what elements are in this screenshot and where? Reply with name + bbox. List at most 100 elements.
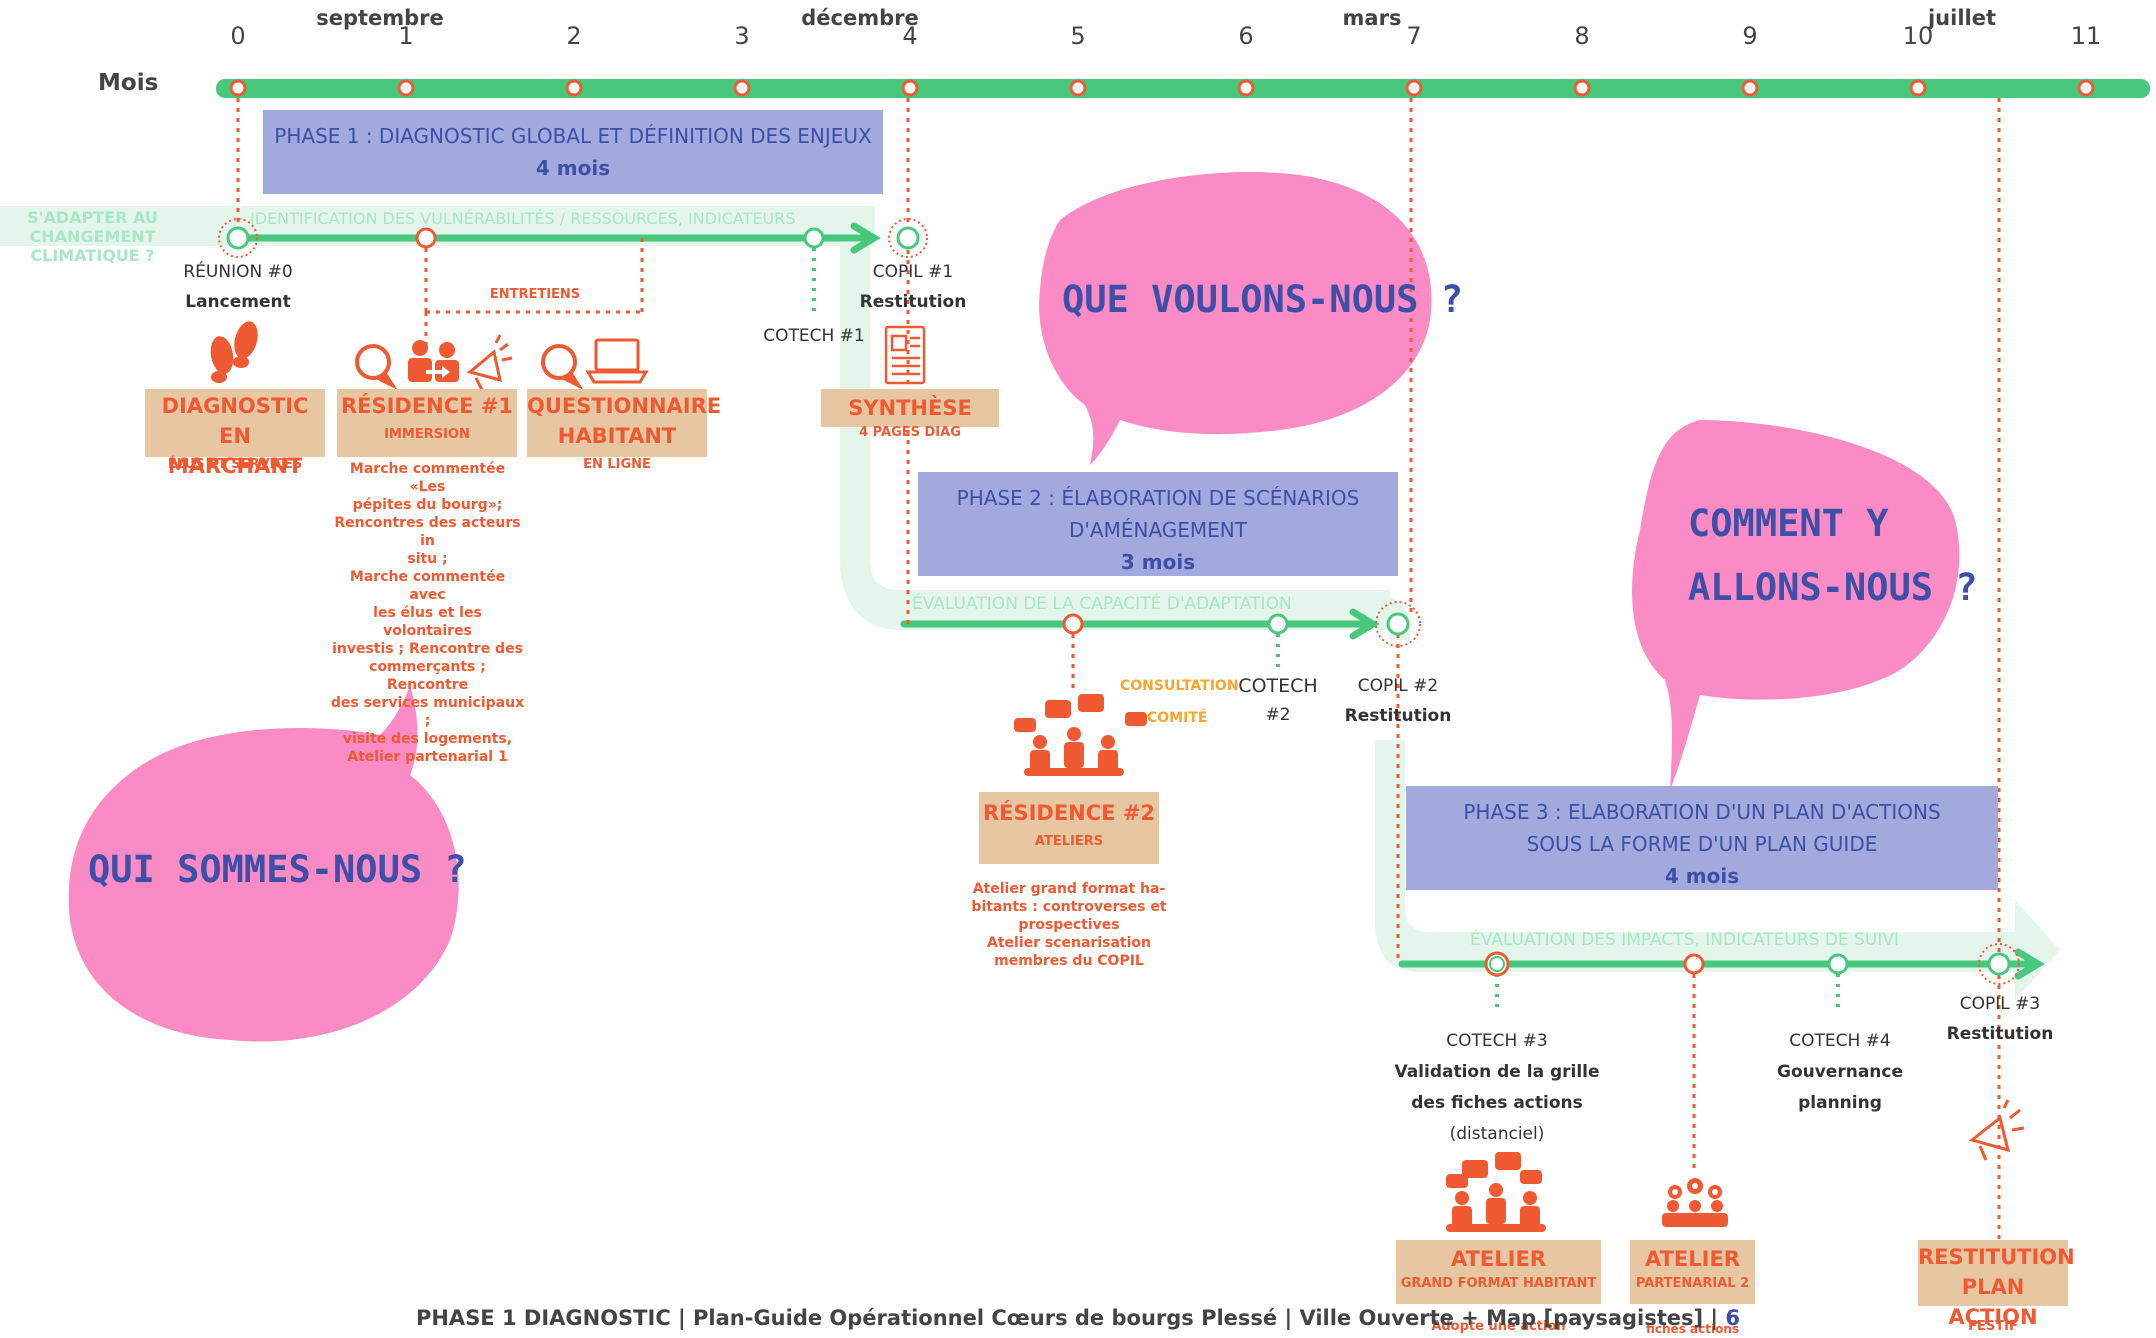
copil3-label: COPIL #3 Restitution xyxy=(1947,994,2054,1044)
restitution-title-line1: RESTITUTION xyxy=(1918,1245,2075,1269)
diagnostic-title-line1: DIAGNOSTIC EN xyxy=(161,394,309,448)
axis-tick xyxy=(229,79,247,97)
speech-bubble-comment xyxy=(1632,420,1960,790)
note-line: visite des logements, xyxy=(342,731,513,747)
cotech4-label: COTECH #4 Gouvernance planning xyxy=(1777,1026,1903,1119)
cotech4-line2: planning xyxy=(1798,1093,1882,1113)
axis-number: 2 xyxy=(566,22,582,50)
questionnaire-title-line1: QUESTIONNAIRE xyxy=(527,394,722,418)
note-line: Marche commentée avec xyxy=(349,569,506,603)
axis-tick xyxy=(733,79,751,97)
synthese-sub: 4 PAGES DIAG xyxy=(859,425,961,440)
residence2-sub: ATELIERS xyxy=(1034,834,1104,849)
note-line: membres du COPIL xyxy=(994,953,1144,969)
cotech3-line1: Validation de la grille xyxy=(1394,1062,1600,1082)
axis-number: 5 xyxy=(1070,22,1086,50)
meeting-group-icon xyxy=(1014,694,1147,776)
axis-number: 1 xyxy=(398,22,414,50)
phase-3-title-line1: PHASE 3 : ELABORATION D'UN PLAN D'ACTION… xyxy=(1463,800,1941,824)
axis-number: 11 xyxy=(2070,22,2102,50)
axis-number: 0 xyxy=(230,22,246,50)
cotech2-title: COTECH xyxy=(1238,675,1318,697)
footer-text: PHASE 1 DIAGNOSTIC | Plan-Guide Opératio… xyxy=(415,1306,1719,1330)
axis-number: 6 xyxy=(1238,22,1254,50)
laptop-icon xyxy=(585,338,649,384)
bubble-text-comment-line2: ALLONS-NOUS ? xyxy=(1688,566,1978,609)
questionnaire-box: QUESTIONNAIRE HABITANT xyxy=(527,389,722,457)
note-line: pépites du bourg»; xyxy=(352,497,503,513)
phase-2-box: PHASE 2 : ÉLABORATION DE SCÉNARIOS D'AMÉ… xyxy=(918,472,1398,576)
synthese-box: SYNTHÈSE xyxy=(821,389,999,427)
axis-label: Mois xyxy=(98,70,159,96)
residence2-title: RÉSIDENCE #2 xyxy=(982,801,1156,825)
bubble-text-que: QUE VOULONS-NOUS ? xyxy=(1062,278,1463,321)
phase-2-title-line2: D'AMÉNAGEMENT xyxy=(1069,518,1247,542)
note-line: situ ; xyxy=(407,551,448,567)
note-line: Atelier grand format ha- xyxy=(972,881,1166,897)
footprints-icon xyxy=(210,321,258,383)
axis-number: 3 xyxy=(734,22,750,50)
axis-tick xyxy=(1069,79,1087,97)
axis-tick xyxy=(1237,79,1255,97)
diagnostic-sub: ÉLUS ET SERVICES xyxy=(167,457,303,472)
questionnaire-title-line2: HABITANT xyxy=(557,424,677,448)
intro-question: S'ADAPTER AU CHANGEMENT CLIMATIQUE ? xyxy=(10,208,175,265)
residence2-notes: Atelier grand format ha-bitants : contro… xyxy=(969,880,1169,970)
synthese-title: SYNTHÈSE xyxy=(848,396,972,420)
month-march: mars xyxy=(1342,6,1402,30)
consultation-label: CONSULTATION xyxy=(1120,678,1239,694)
note-line: Rencontres des acteurs in xyxy=(334,515,521,549)
track-2-label: ÉVALUATION DE LA CAPACITÉ D'ADAPTATION xyxy=(912,594,1292,614)
atelier1-sub: GRAND FORMAT HABITANT xyxy=(1400,1276,1597,1291)
copil2-title: COPIL #2 xyxy=(1357,676,1439,696)
phase-3-box: PHASE 3 : ELABORATION D'UN PLAN D'ACTION… xyxy=(1406,786,1998,890)
atelier1-box: ATELIER GRAND FORMAT HABITANT xyxy=(1396,1240,1601,1304)
copil3-sub: Restitution xyxy=(1946,1024,2054,1044)
diagnostic-title-line2: MARCHANT xyxy=(167,454,303,478)
restitution-sub: FESTIF xyxy=(1968,1319,2018,1334)
axis-tick xyxy=(565,79,583,97)
axis-number: 7 xyxy=(1406,22,1422,50)
atelier2-sub: PARTENARIAL 2 xyxy=(1635,1276,1750,1291)
axis-ticks xyxy=(229,79,2095,97)
bubble-text-comment-line1: COMMENT Y xyxy=(1688,502,1889,545)
people-exchange-icon xyxy=(408,340,459,382)
note-line: bitants : controverses et xyxy=(971,899,1167,915)
month-axis-bar xyxy=(216,79,2150,98)
note-line: des services municipaux ; xyxy=(330,695,525,729)
footer-page-number: 6 xyxy=(1725,1306,1741,1330)
axis-number: 9 xyxy=(1742,22,1758,50)
residence1-title: RÉSIDENCE #1 xyxy=(340,394,514,418)
cotech1-label: COTECH #1 xyxy=(763,326,865,346)
atelier2-title: ATELIER xyxy=(1644,1247,1740,1271)
copil1-title: COPIL #1 xyxy=(872,262,954,282)
cotech3-label: COTECH #3 Validation de la grille des fi… xyxy=(1394,1026,1599,1150)
reunion0-label: RÉUNION #0 Lancement xyxy=(183,262,292,312)
cotech2-sub: #2 xyxy=(1265,705,1291,725)
copil3-title: COPIL #3 xyxy=(1959,994,2041,1014)
month-july: juillet xyxy=(1927,6,1997,30)
restitution-title-line2: PLAN ACTION xyxy=(1948,1275,2038,1329)
phase-1-box: PHASE 1 : DIAGNOSTIC GLOBAL ET DÉFINITIO… xyxy=(263,110,883,194)
copil2-label: COPIL #2 Restitution xyxy=(1345,676,1452,726)
residence1-box: RÉSIDENCE #1 IMMERSION xyxy=(337,389,517,457)
restitution-box: RESTITUTION PLAN ACTION xyxy=(1918,1240,2075,1329)
cotech2-label: COTECH #2 xyxy=(1238,675,1317,725)
phase-1-title: PHASE 1 : DIAGNOSTIC GLOBAL ET DÉFINITIO… xyxy=(274,124,872,148)
questionnaire-sub: EN LIGNE xyxy=(583,457,651,472)
copil1-sub: Restitution xyxy=(859,292,967,312)
phase-3-title-line2: SOUS LA FORME D'UN PLAN GUIDE xyxy=(1526,832,1878,856)
residence2-box: RÉSIDENCE #2 ATELIERS xyxy=(979,792,1159,864)
intro-line3: CLIMATIQUE ? xyxy=(30,246,155,265)
note-line: les élus et les volontaires xyxy=(373,605,482,639)
cotech3-line2: des fiches actions xyxy=(1411,1093,1583,1113)
gears-people-icon xyxy=(1662,1178,1728,1227)
axis-tick xyxy=(1909,79,1927,97)
axis-tick xyxy=(2077,79,2095,97)
phase-3-duration: 4 mois xyxy=(1664,864,1740,888)
note-line: commerçants ; Rencontre xyxy=(369,659,486,693)
cotech3-note: (distanciel) xyxy=(1449,1124,1545,1144)
atelier2-box: ATELIER PARTENARIAL 2 xyxy=(1630,1240,1755,1304)
phase-2-title-line1: PHASE 2 : ÉLABORATION DE SCÉNARIOS xyxy=(956,486,1360,510)
